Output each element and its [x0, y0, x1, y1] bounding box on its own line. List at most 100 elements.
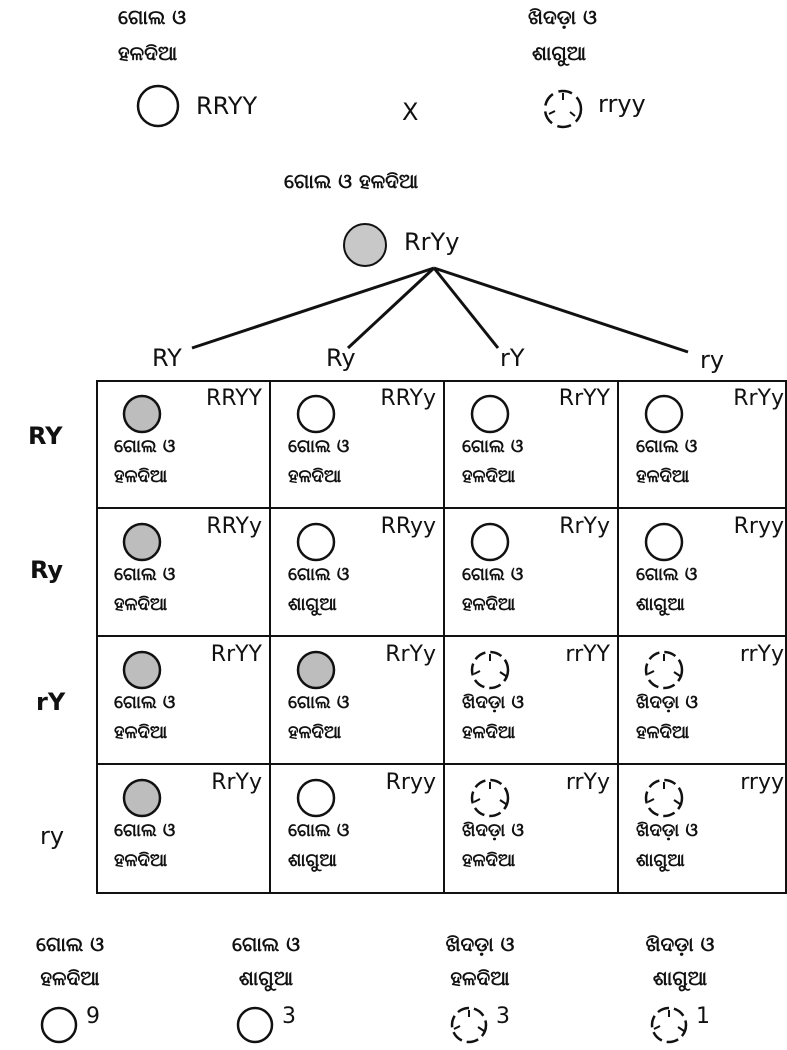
- cell-label-line2: ହଳଦିଆ: [462, 850, 516, 871]
- cell-label-line1: ଗୋଲ ଓ: [288, 564, 350, 585]
- punnett-cell: RRYy ଗୋଲ ଓ ହଳଦିଆ: [270, 380, 444, 508]
- round-pea-icon: [642, 520, 686, 568]
- cell-label-line2: ହଳଦିଆ: [114, 722, 168, 743]
- cell-genotype: rrYy: [739, 642, 784, 667]
- cell-label-line1: ଗୋଲ ଓ: [114, 820, 176, 841]
- cell-genotype: RRYy: [380, 386, 436, 411]
- summary-label-line2: ଶାଗୁଆ: [652, 966, 708, 990]
- round-pea-icon: [136, 84, 180, 128]
- cross-symbol: X: [402, 98, 419, 126]
- round-pea-icon: [120, 520, 164, 568]
- wrinkled-pea-icon: [543, 89, 583, 129]
- punnett-cell: rryy ଖିଦଡ଼ା ଓ ଶାଗୁଆ: [618, 764, 787, 892]
- round-pea-icon: [468, 392, 512, 440]
- cell-label-line1: ଗୋଲ ଓ: [114, 436, 176, 457]
- wrinkled-pea-icon: [642, 648, 686, 696]
- summary-count: 3: [496, 1004, 510, 1029]
- cell-label-line2: ଶାଗୁଆ: [288, 850, 337, 871]
- cell-label-line2: ହଳଦିଆ: [462, 594, 516, 615]
- f1-genotype: RrYy: [404, 228, 460, 256]
- round-pea-icon: [294, 392, 338, 440]
- gamete-row-2: Ry: [30, 556, 64, 584]
- cell-genotype: RrYy: [385, 642, 436, 667]
- parent-right-genotype: rryy: [598, 90, 646, 118]
- cell-label-line1: ଖିଦଡ଼ା ଓ: [462, 692, 524, 713]
- cell-label-line2: ହଳଦିଆ: [114, 594, 168, 615]
- round-pea-icon: [120, 392, 164, 440]
- punnett-cell: RrYY ଗୋଲ ଓ ହଳଦିଆ: [96, 636, 270, 764]
- cell-label-line2: ହଳଦିଆ: [114, 850, 168, 871]
- grid-lines: [96, 380, 787, 894]
- cell-genotype: RRyy: [380, 514, 436, 539]
- wrinkled-pea-icon: [642, 776, 686, 824]
- cell-label-line2: ହଳଦିଆ: [114, 466, 168, 487]
- cell-label-line1: ଗୋଲ ଓ: [462, 436, 524, 457]
- cell-genotype: rryy: [740, 770, 784, 795]
- cell-genotype: Rryy: [385, 770, 436, 795]
- round-pea-icon: [294, 520, 338, 568]
- cell-genotype: RrYY: [210, 642, 262, 667]
- cell-label-line2: ହଳଦିଆ: [462, 722, 516, 743]
- summary-label-line1: ଗୋଲ ଓ: [35, 932, 105, 956]
- gamete-col-2: Ry: [326, 344, 356, 372]
- cell-label-line2: ହଳଦିଆ: [288, 466, 342, 487]
- punnett-cell: RrYy ଗୋଲ ଓ ହଳଦିଆ: [96, 764, 270, 892]
- cell-label-line1: ଗୋଲ ଓ: [288, 436, 350, 457]
- cell-label-line2: ଶାଗୁଆ: [636, 850, 685, 871]
- cell-label-line1: ଗୋଲ ଓ: [114, 692, 176, 713]
- cell-label-line1: ଗୋଲ ଓ: [636, 436, 698, 457]
- summary-label-line1: ଖିଦଡ଼ା ଓ: [645, 932, 715, 956]
- round-pea-icon: [468, 520, 512, 568]
- round-pea-icon: [120, 648, 164, 696]
- f1-label: ଗୋଲ ଓ ହଳଦିଆ: [284, 169, 419, 193]
- summary-count: 3: [282, 1004, 296, 1029]
- round-pea-icon: [294, 648, 338, 696]
- cell-genotype: RRYy: [206, 514, 262, 539]
- summary-label-line1: ଖିଦଡ଼ା ଓ: [445, 932, 515, 956]
- cell-label-line1: ଗୋଲ ଓ: [288, 692, 350, 713]
- gamete-col-3: rY: [500, 344, 525, 372]
- wrinkled-pea-icon: [648, 1004, 690, 1050]
- f1-pea-icon: [343, 223, 387, 267]
- summary-label-line1: ଗୋଲ ଓ: [231, 932, 301, 956]
- round-pea-icon: [120, 776, 164, 824]
- cell-label-line1: ଗୋଲ ଓ: [462, 564, 524, 585]
- cell-label-line2: ହଳଦିଆ: [288, 722, 342, 743]
- wrinkled-pea-icon: [468, 648, 512, 696]
- gamete-row-4: ry: [40, 822, 65, 850]
- cell-genotype: Rryy: [733, 514, 784, 539]
- cell-label-line2: ହଳଦିଆ: [462, 466, 516, 487]
- round-pea-icon: [642, 392, 686, 440]
- gamete-col-4: ry: [700, 346, 725, 374]
- wrinkled-pea-icon: [448, 1004, 490, 1050]
- punnett-cell: Rryy ଗୋଲ ଓ ଶାଗୁଆ: [270, 764, 444, 892]
- parent-right-label-line2: ଶାଗୁଆ: [532, 41, 587, 65]
- cell-label-line1: ଖିଦଡ଼ା ଓ: [462, 820, 524, 841]
- gamete-row-1: RY: [28, 422, 63, 450]
- summary-count: 1: [696, 1004, 710, 1029]
- cell-label-line2: ହଳଦିଆ: [636, 466, 690, 487]
- cell-label-line1: ଖିଦଡ଼ା ଓ: [636, 820, 698, 841]
- gamete-col-1: RY: [152, 344, 182, 372]
- gamete-row-3: rY: [36, 688, 66, 716]
- summary-label-line2: ହଳଦିଆ: [40, 966, 100, 990]
- cell-label-line1: ଗୋଲ ଓ: [288, 820, 350, 841]
- round-pea-icon: [294, 776, 338, 824]
- cell-label-line2: ଶାଗୁଆ: [636, 594, 685, 615]
- summary-label-line2: ଶାଗୁଆ: [238, 966, 294, 990]
- summary-count: 9: [86, 1004, 100, 1029]
- parent-left-genotype: RRYY: [196, 92, 258, 120]
- round-pea-icon: [234, 1004, 276, 1050]
- cell-genotype: RrYy: [211, 770, 262, 795]
- punnett-cell: RrYy ଗୋଲ ଓ ହଳଦିଆ: [270, 636, 444, 764]
- wrinkled-pea-icon: [468, 776, 512, 824]
- parent-right-label-line1: ଖିଦଡ଼ା ଓ: [528, 5, 597, 29]
